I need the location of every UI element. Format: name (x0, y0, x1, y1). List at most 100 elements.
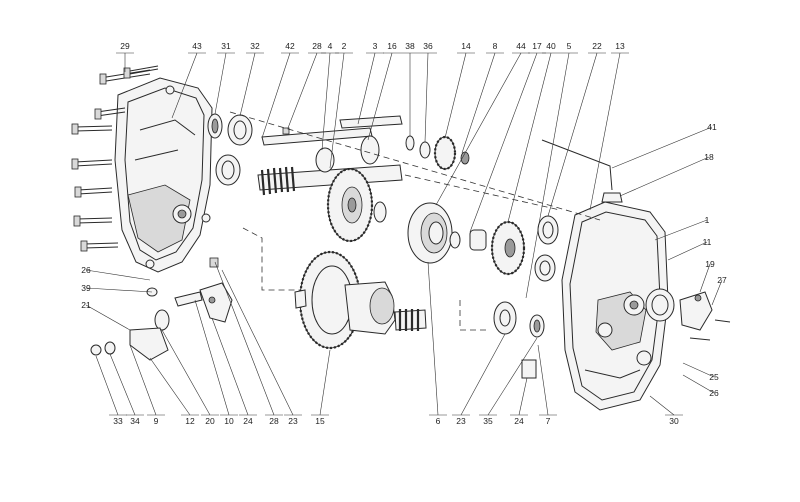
leader-line (161, 329, 211, 416)
leader-line (537, 344, 549, 416)
part-callout-label: 23 (288, 416, 298, 426)
part-callout-label: 26 (709, 388, 719, 398)
leader-line (261, 52, 291, 139)
part-callout-label: 10 (224, 416, 234, 426)
part-callout-label: 12 (185, 416, 195, 426)
part-callout-label: 22 (592, 41, 602, 51)
leader-line (589, 52, 621, 211)
part-callout-label: 26 (81, 265, 91, 275)
leader-line (427, 261, 439, 416)
part-callout-label: 42 (285, 41, 295, 51)
part-callout-label: 11 (703, 237, 712, 247)
gear-5-and-bearings (490, 215, 559, 282)
leader-line (435, 52, 522, 206)
leader-line (525, 52, 570, 299)
leader-line (85, 304, 131, 331)
part-callout-label: 44 (516, 41, 526, 51)
part-callout-label: 34 (130, 416, 140, 426)
part-callout-label: 32 (250, 41, 260, 51)
part-callout-label: 24 (243, 416, 253, 426)
dipstick-41 (541, 139, 623, 203)
leader-line (711, 279, 723, 306)
shift-lever-assembly (90, 257, 233, 361)
part-callout-label: 9 (154, 416, 159, 426)
leader-line (287, 52, 318, 129)
part-callout-label: 1 (705, 215, 710, 225)
part-callout-label: 33 (113, 416, 123, 426)
leader-line (319, 349, 331, 416)
part-callout-label: 36 (423, 41, 433, 51)
leader-line (85, 287, 153, 293)
housing-bolts (71, 65, 159, 252)
part-callout-label: 43 (192, 41, 202, 51)
leader-line (85, 269, 151, 281)
leader-line (649, 395, 675, 416)
part-callout-label: 17 (532, 41, 542, 51)
part-callout-label: 41 (707, 122, 717, 132)
leader-line (109, 353, 136, 416)
leader-line (619, 156, 710, 197)
part-callout-label: 27 (717, 275, 727, 285)
part-callout-label: 8 (493, 41, 498, 51)
part-callout-label: 29 (120, 41, 130, 51)
leader-line (149, 357, 191, 416)
part-callout-label: 28 (269, 416, 279, 426)
leader-line (682, 362, 715, 378)
part-callout-label: 35 (483, 416, 493, 426)
leader-line (507, 52, 552, 223)
input-shafts (257, 115, 403, 196)
part-callout-label: 5 (567, 41, 572, 51)
leader-line (518, 377, 528, 416)
part-callout-label: 6 (436, 416, 441, 426)
leader-line (214, 52, 227, 115)
leader-line (487, 337, 538, 416)
part-callout-label: 39 (81, 283, 91, 293)
right-housing (561, 201, 669, 411)
part-callout-label: 20 (205, 416, 215, 426)
bearings-upper-left (207, 113, 253, 186)
side-cover (645, 288, 731, 341)
bearings-lower-center (493, 301, 545, 379)
part-callout-label: 3 (373, 41, 378, 51)
leader-line (461, 52, 496, 154)
leader-line (357, 52, 376, 125)
leader-line (221, 269, 294, 416)
leader-line (667, 241, 708, 261)
part-callout-label: 25 (709, 372, 719, 382)
leader-line (654, 219, 708, 241)
part-callout-label: 7 (546, 416, 551, 426)
leader-line (321, 52, 331, 151)
leader-line (547, 52, 598, 217)
leader-line (211, 317, 249, 416)
part-callout-label: 38 (405, 41, 415, 51)
leader-line (329, 52, 345, 169)
leader-line (682, 374, 715, 394)
leader-line (460, 333, 506, 416)
part-callout-label: 15 (315, 416, 325, 426)
leader-line (194, 299, 230, 416)
part-callout-label: 18 (704, 152, 714, 162)
leader-line (699, 263, 711, 293)
part-callout-label: 31 (221, 41, 231, 51)
part-callout-label: 24 (514, 416, 524, 426)
leader-line (214, 261, 275, 416)
leader-line (444, 52, 467, 139)
leader-line (171, 52, 198, 119)
leader-line (95, 355, 119, 416)
part-callout-label: 30 (669, 416, 679, 426)
assembly-dashed-lines (229, 111, 601, 331)
part-callout-label: 16 (387, 41, 397, 51)
leader-line (129, 344, 157, 416)
part-callout-label: 19 (705, 259, 715, 269)
callout-leaders (85, 52, 723, 416)
part-callout-label: 21 (81, 300, 91, 310)
part-callout-label: 4 (328, 41, 333, 51)
left-housing-cover (114, 77, 213, 273)
part-callout-label: 14 (461, 41, 471, 51)
leader-line (469, 52, 538, 233)
clutch-drum-17 (407, 202, 487, 264)
part-callout-label: 28 (312, 41, 322, 51)
